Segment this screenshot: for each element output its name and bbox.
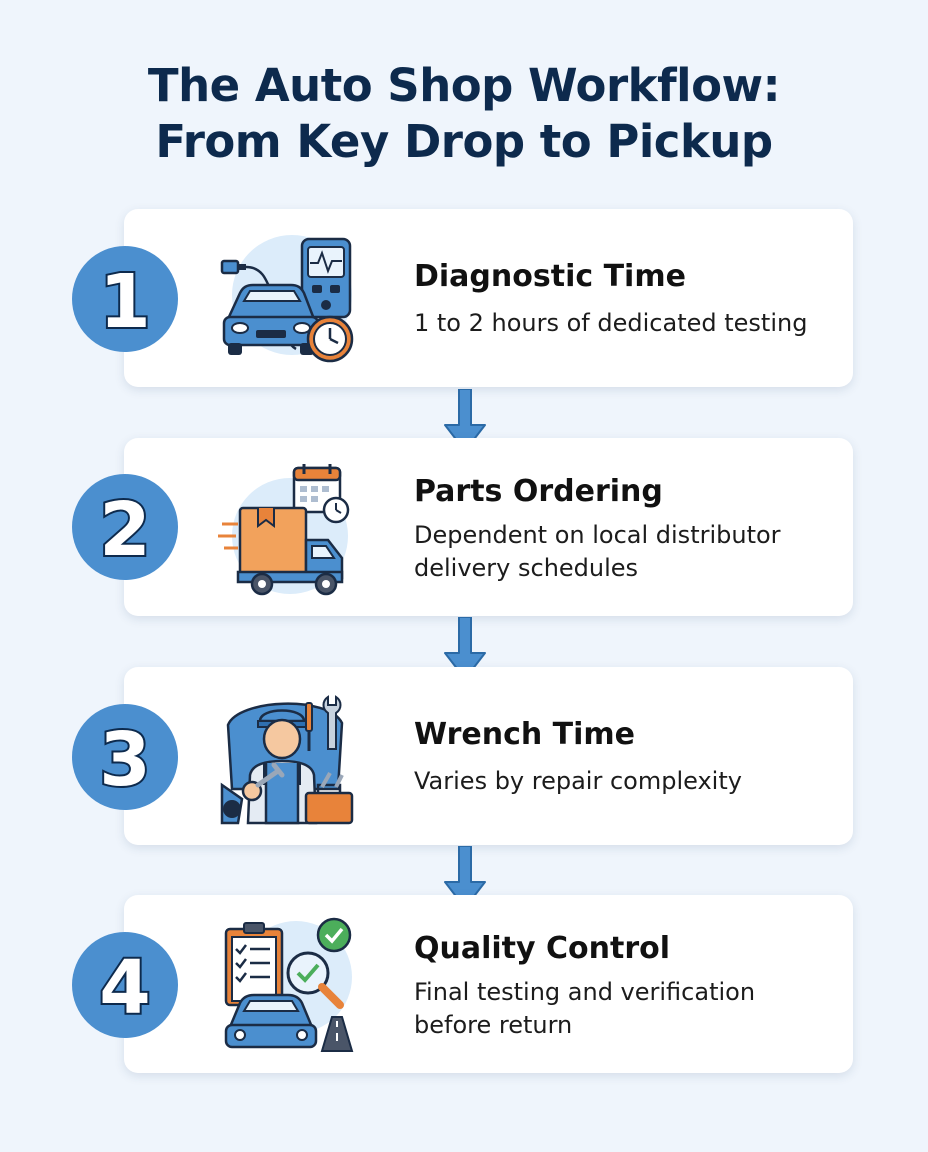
- page-title: The Auto Shop Workflow: From Key Drop to…: [0, 58, 928, 170]
- step-card-4: Quality Control Final testing and verifi…: [124, 895, 853, 1073]
- step-card-1: Diagnostic Time 1 to 2 hours of dedicate…: [124, 209, 853, 387]
- step-number-2: 2: [99, 487, 151, 573]
- step-number-badge-2: 2: [72, 474, 178, 580]
- step-title-1: Diagnostic Time: [414, 259, 686, 294]
- step-description-3: Varies by repair complexity: [414, 767, 742, 795]
- step-title-3: Wrench Time: [414, 717, 636, 752]
- step-description-1: 1 to 2 hours of dedicated testing: [414, 309, 808, 337]
- checklist-magnifier-car-icon: [224, 917, 354, 1052]
- delivery-truck-calendar-icon: [218, 464, 350, 596]
- diagnostic-scanner-car-clock-icon: [220, 235, 354, 363]
- step-number-4: 4: [99, 945, 151, 1031]
- step-number-badge-1: 1: [72, 246, 178, 352]
- mechanic-tools-icon: [220, 695, 354, 825]
- step-title-2: Parts Ordering: [414, 474, 663, 509]
- down-arrow-icon: [444, 617, 486, 680]
- page-title-line-2: From Key Drop to Pickup: [155, 115, 773, 168]
- step-number-badge-4: 4: [72, 932, 178, 1038]
- step-card-3: Wrench Time Varies by repair complexity: [124, 667, 853, 845]
- step-number-3: 3: [99, 717, 151, 803]
- step-number-badge-3: 3: [72, 704, 178, 810]
- step-title-4: Quality Control: [414, 931, 671, 966]
- step-card-2: Parts Ordering Dependent on local distri…: [124, 438, 853, 616]
- step-number-1: 1: [99, 259, 151, 345]
- step-description-4: Final testing and verification before re…: [414, 978, 756, 1039]
- step-description-2: Dependent on local distributor delivery …: [414, 521, 781, 582]
- page-title-line-1: The Auto Shop Workflow:: [147, 59, 781, 112]
